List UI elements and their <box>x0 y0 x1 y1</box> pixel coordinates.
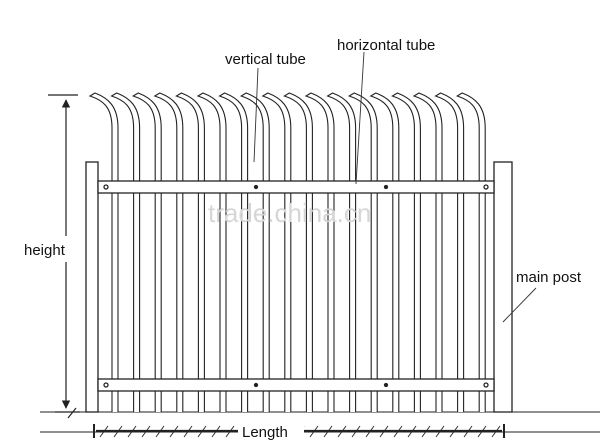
hatch-mark <box>477 425 487 438</box>
hatch-mark <box>183 425 193 438</box>
hatch-mark <box>337 425 347 438</box>
leader-lines <box>253 51 537 323</box>
ground-line <box>40 411 600 433</box>
hatch-mark <box>407 425 417 438</box>
hatch-mark <box>197 425 207 438</box>
hatch-mark <box>323 425 333 438</box>
hatch-mark <box>309 425 319 438</box>
vertical-tube-label: vertical tube <box>225 51 306 68</box>
hatch-mark <box>393 425 403 438</box>
hatch-mark <box>463 425 473 438</box>
hatch-mark <box>127 425 137 438</box>
main-post-label: main post <box>516 269 582 286</box>
horizontal-tube-label: horizontal tube <box>337 37 435 54</box>
hatch-mark <box>365 425 375 438</box>
hatch-mark <box>421 425 431 438</box>
watermark-text: trade.china.cn <box>208 198 371 228</box>
top-horizontal-tube <box>97 180 495 194</box>
hatch-mark <box>225 425 235 438</box>
hatch-mark <box>351 425 361 438</box>
bottom-horizontal-tube <box>97 378 495 392</box>
left-main-post <box>85 161 99 413</box>
hatch-mark <box>491 425 501 438</box>
hatch-mark <box>141 425 151 438</box>
length-dimension <box>93 424 505 438</box>
hatch-mark <box>113 425 123 438</box>
right-main-post <box>493 161 513 413</box>
hatch-mark <box>211 425 221 438</box>
hatch-mark <box>99 425 109 438</box>
hatch-mark <box>435 425 445 438</box>
hatch-mark <box>169 425 179 438</box>
height-label: height <box>24 242 66 259</box>
hatch-mark <box>379 425 389 438</box>
vertical-tubes <box>88 92 486 412</box>
length-label: Length <box>242 424 288 441</box>
hatch-mark <box>155 425 165 438</box>
hatch-mark <box>449 425 459 438</box>
